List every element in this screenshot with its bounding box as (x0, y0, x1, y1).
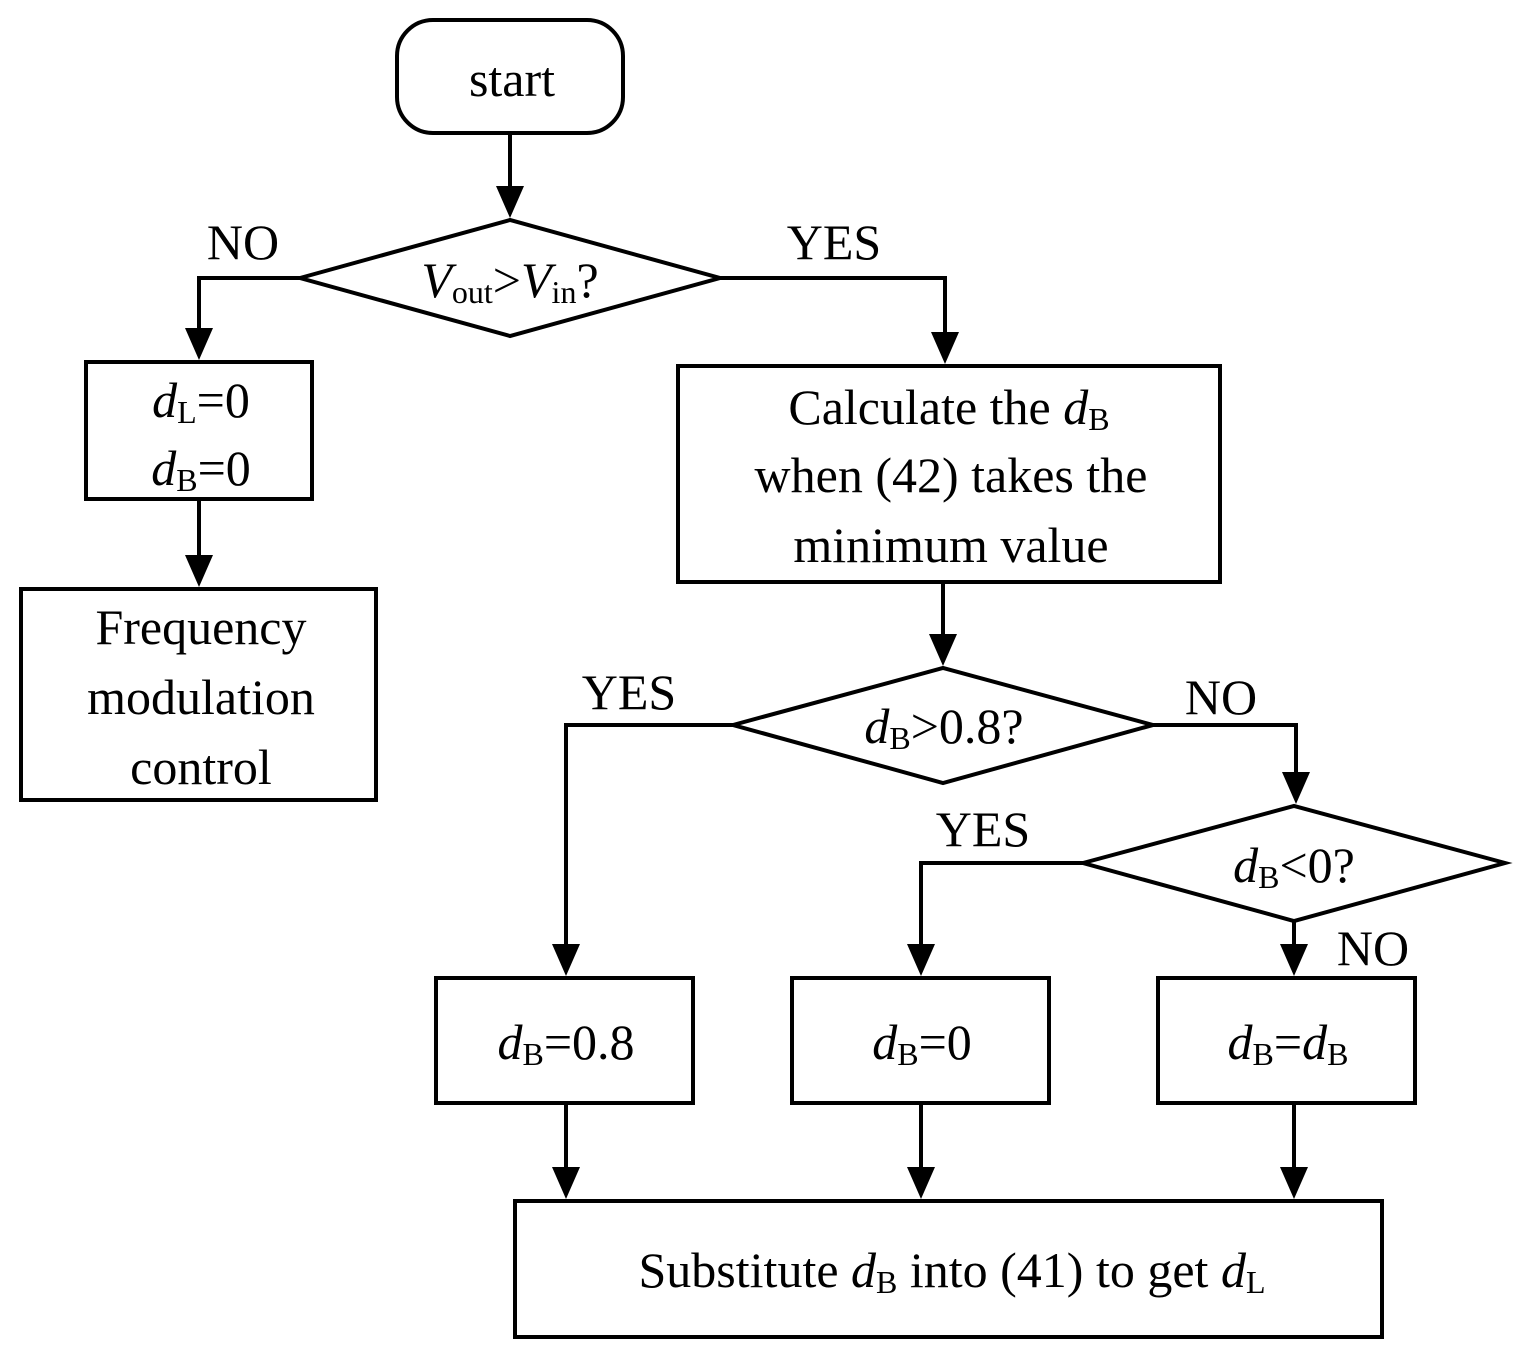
arrowhead (1280, 944, 1308, 976)
calculate-db-box (676, 364, 1222, 584)
edge-c08-no (1153, 723, 1298, 774)
decision-vout-label: Vout>Vin? (421, 252, 598, 310)
edge-c0-yes (919, 861, 1083, 946)
arrowhead (552, 944, 580, 976)
db-equals-08-label: dB=0.8 (497, 1014, 634, 1072)
decision-db-lt-0 (1075, 803, 1513, 924)
edge-c08-yes (564, 723, 733, 946)
edge-vout-no (197, 276, 300, 330)
decision-db-lt-0-label: dB<0? (1233, 837, 1355, 895)
db-equals-0-label: dB=0 (872, 1014, 972, 1072)
arrowhead (907, 944, 935, 976)
arrowhead (185, 328, 213, 360)
edge-label-c08-yes: YES (582, 664, 676, 720)
arrowhead (496, 186, 524, 218)
substitute-box (513, 1199, 1384, 1339)
arrowhead (907, 1167, 935, 1199)
substitute-box-label: Substitute dB into (41) to get dL (639, 1242, 1266, 1300)
calculate-box-line3: minimum value (793, 517, 1108, 573)
arrowhead (929, 634, 957, 666)
db-equals-db-label: dB=dB (1228, 1014, 1349, 1072)
zero-box-line1: dL=0 (152, 372, 250, 430)
decision-db-gt-08-label: dB>0.8? (864, 698, 1023, 756)
frequency-box-line3: control (130, 739, 272, 795)
frequency-box-line2: modulation (87, 669, 315, 725)
edge-label-c08-no: NO (1185, 669, 1257, 725)
zero-duty-box (84, 360, 314, 501)
zero-box-line2: dB=0 (151, 440, 251, 498)
arrowhead (552, 1167, 580, 1199)
arrowhead (185, 555, 213, 587)
arrowhead (1282, 772, 1310, 804)
arrowhead (931, 332, 959, 364)
edge-vout-yes (720, 276, 947, 334)
db-equals-0-box (790, 976, 1051, 1105)
edge-label-vout-yes: YES (787, 214, 881, 270)
start-label: start (469, 51, 555, 107)
edge-label-c0-no: NO (1337, 920, 1409, 976)
frequency-modulation-box (19, 587, 378, 802)
edge-label-c0-yes: YES (936, 801, 1030, 857)
calculate-box-line1: Calculate the dB (788, 379, 1109, 437)
edge-label-vout-no: NO (207, 214, 279, 270)
arrowhead (1280, 1167, 1308, 1199)
calculate-box-line2: when (42) takes the (755, 447, 1148, 503)
frequency-box-line1: Frequency (95, 599, 306, 655)
db-equals-db-box (1156, 976, 1417, 1105)
db-equals-08-box (434, 976, 695, 1105)
